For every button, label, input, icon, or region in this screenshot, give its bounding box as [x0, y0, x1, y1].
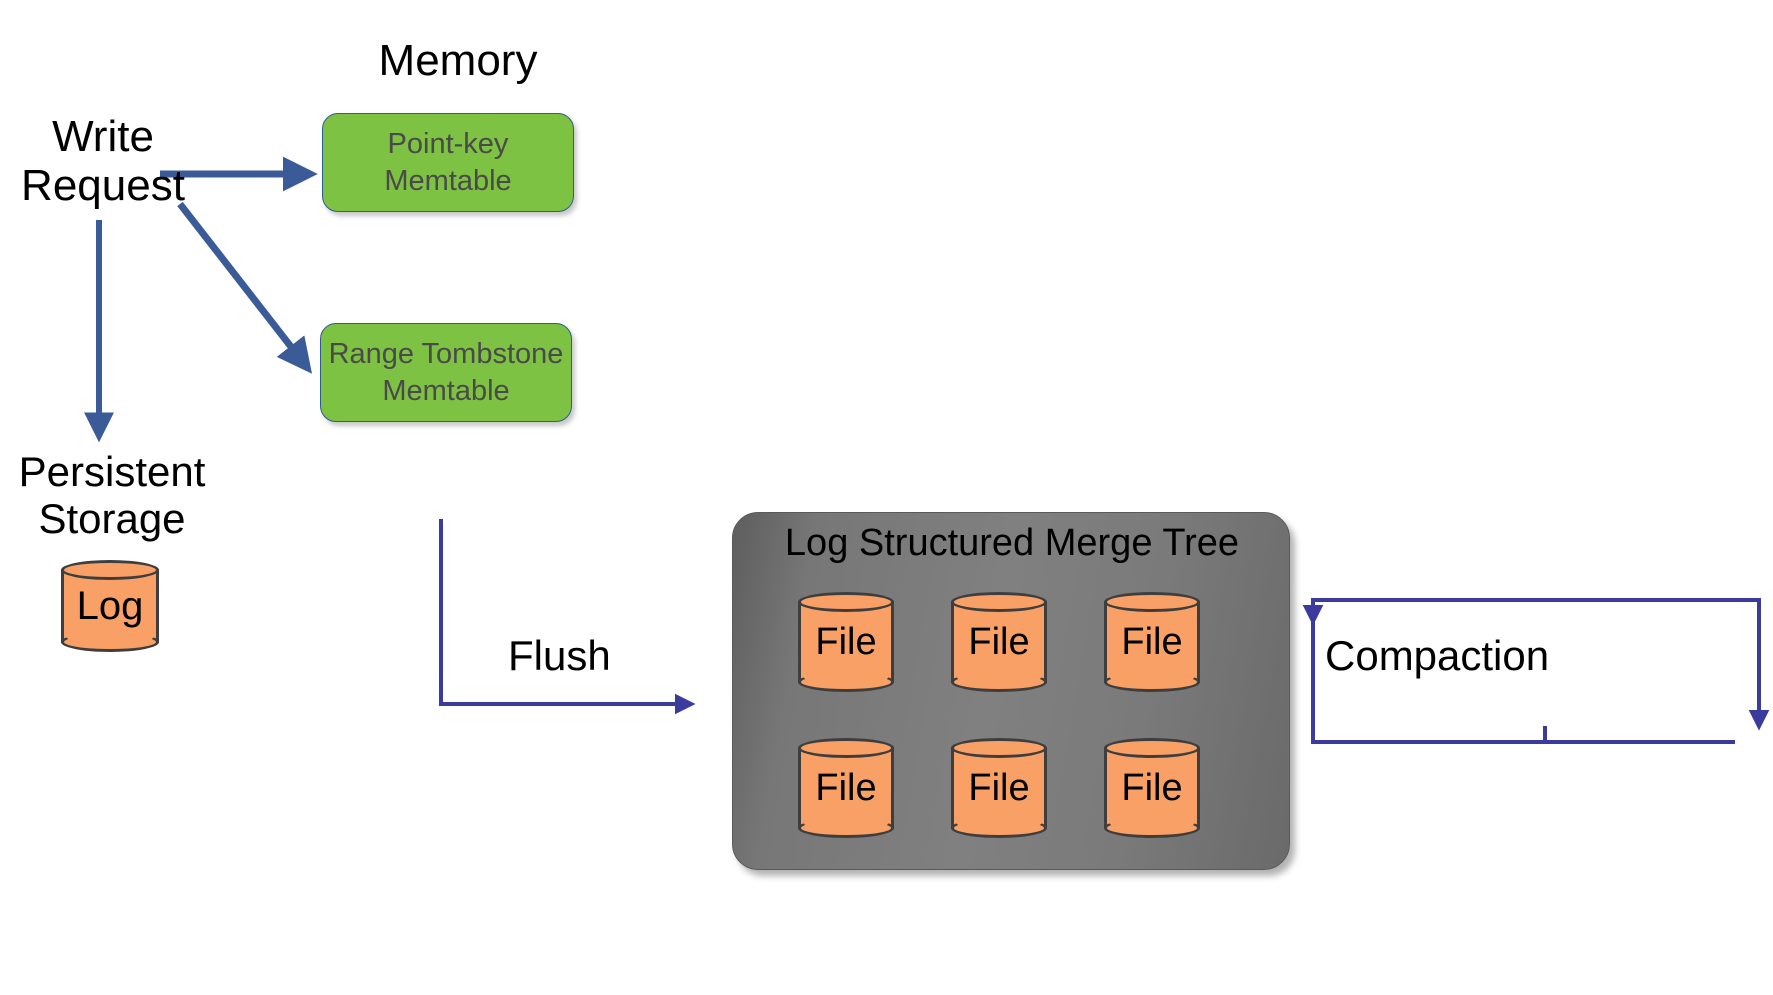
point-key-memtable-node[interactable]: Point-key Memtable [322, 113, 574, 212]
cylinder-bottom-ellipse [951, 818, 1047, 838]
range-tombstone-memtable-label: Range Tombstone Memtable [328, 337, 564, 407]
flush-label: Flush [508, 632, 611, 679]
cylinder-top-ellipse [61, 560, 159, 580]
file-cylinder-label: File [968, 766, 1030, 809]
memory-label: Memory [378, 36, 538, 85]
persistent-storage-label: Persistent Storage [18, 448, 206, 543]
cylinder-top-ellipse [798, 592, 894, 612]
file-cylinder-label: File [1121, 620, 1183, 663]
cylinder-body [1104, 601, 1200, 683]
point-key-memtable-label: Point-key Memtable [384, 127, 512, 197]
cylinder-body [951, 747, 1047, 829]
file-cylinder[interactable]: File [798, 592, 894, 692]
arrow-flush [439, 519, 696, 715]
file-cylinder-label: File [968, 620, 1030, 663]
log-structured-merge-tree-title: Log Structured Merge Tree [784, 522, 1240, 564]
cylinder-bottom-ellipse [1104, 672, 1200, 692]
cylinder-bottom-ellipse [61, 632, 159, 652]
log-cylinder-label: Log [76, 583, 144, 628]
compaction-label: Compaction [1325, 632, 1550, 679]
cylinder-body [1104, 747, 1200, 829]
cylinder-bottom-ellipse [1104, 818, 1200, 838]
file-cylinder[interactable]: File [951, 592, 1047, 692]
range-tombstone-memtable-node[interactable]: Range Tombstone Memtable [320, 323, 572, 422]
write-request-label: Write Request [21, 112, 185, 211]
cylinder-top-ellipse [798, 738, 894, 758]
cylinder-top-ellipse [1104, 592, 1200, 612]
file-cylinder[interactable]: File [1104, 592, 1200, 692]
cylinder-bottom-ellipse [798, 818, 894, 838]
cylinder-top-ellipse [951, 738, 1047, 758]
cylinder-body [61, 569, 159, 643]
log-cylinder[interactable]: Log [61, 560, 159, 652]
cylinder-body [951, 601, 1047, 683]
cylinder-body [798, 747, 894, 829]
arrow-write-request-to-range-tombstone-memtable [177, 201, 313, 374]
cylinder-bottom-ellipse [951, 672, 1047, 692]
file-cylinder[interactable]: File [951, 738, 1047, 838]
file-cylinder-label: File [815, 766, 877, 809]
cylinder-top-ellipse [951, 592, 1047, 612]
file-cylinder-label: File [1121, 766, 1183, 809]
file-cylinder-label: File [815, 620, 877, 663]
file-cylinder[interactable]: File [1104, 738, 1200, 838]
arrow-compaction-right-down [1545, 598, 1770, 731]
arrow-compaction-up [1302, 598, 1545, 626]
file-cylinder[interactable]: File [798, 738, 894, 838]
cylinder-bottom-ellipse [798, 672, 894, 692]
cylinder-body [798, 601, 894, 683]
cylinder-top-ellipse [1104, 738, 1200, 758]
